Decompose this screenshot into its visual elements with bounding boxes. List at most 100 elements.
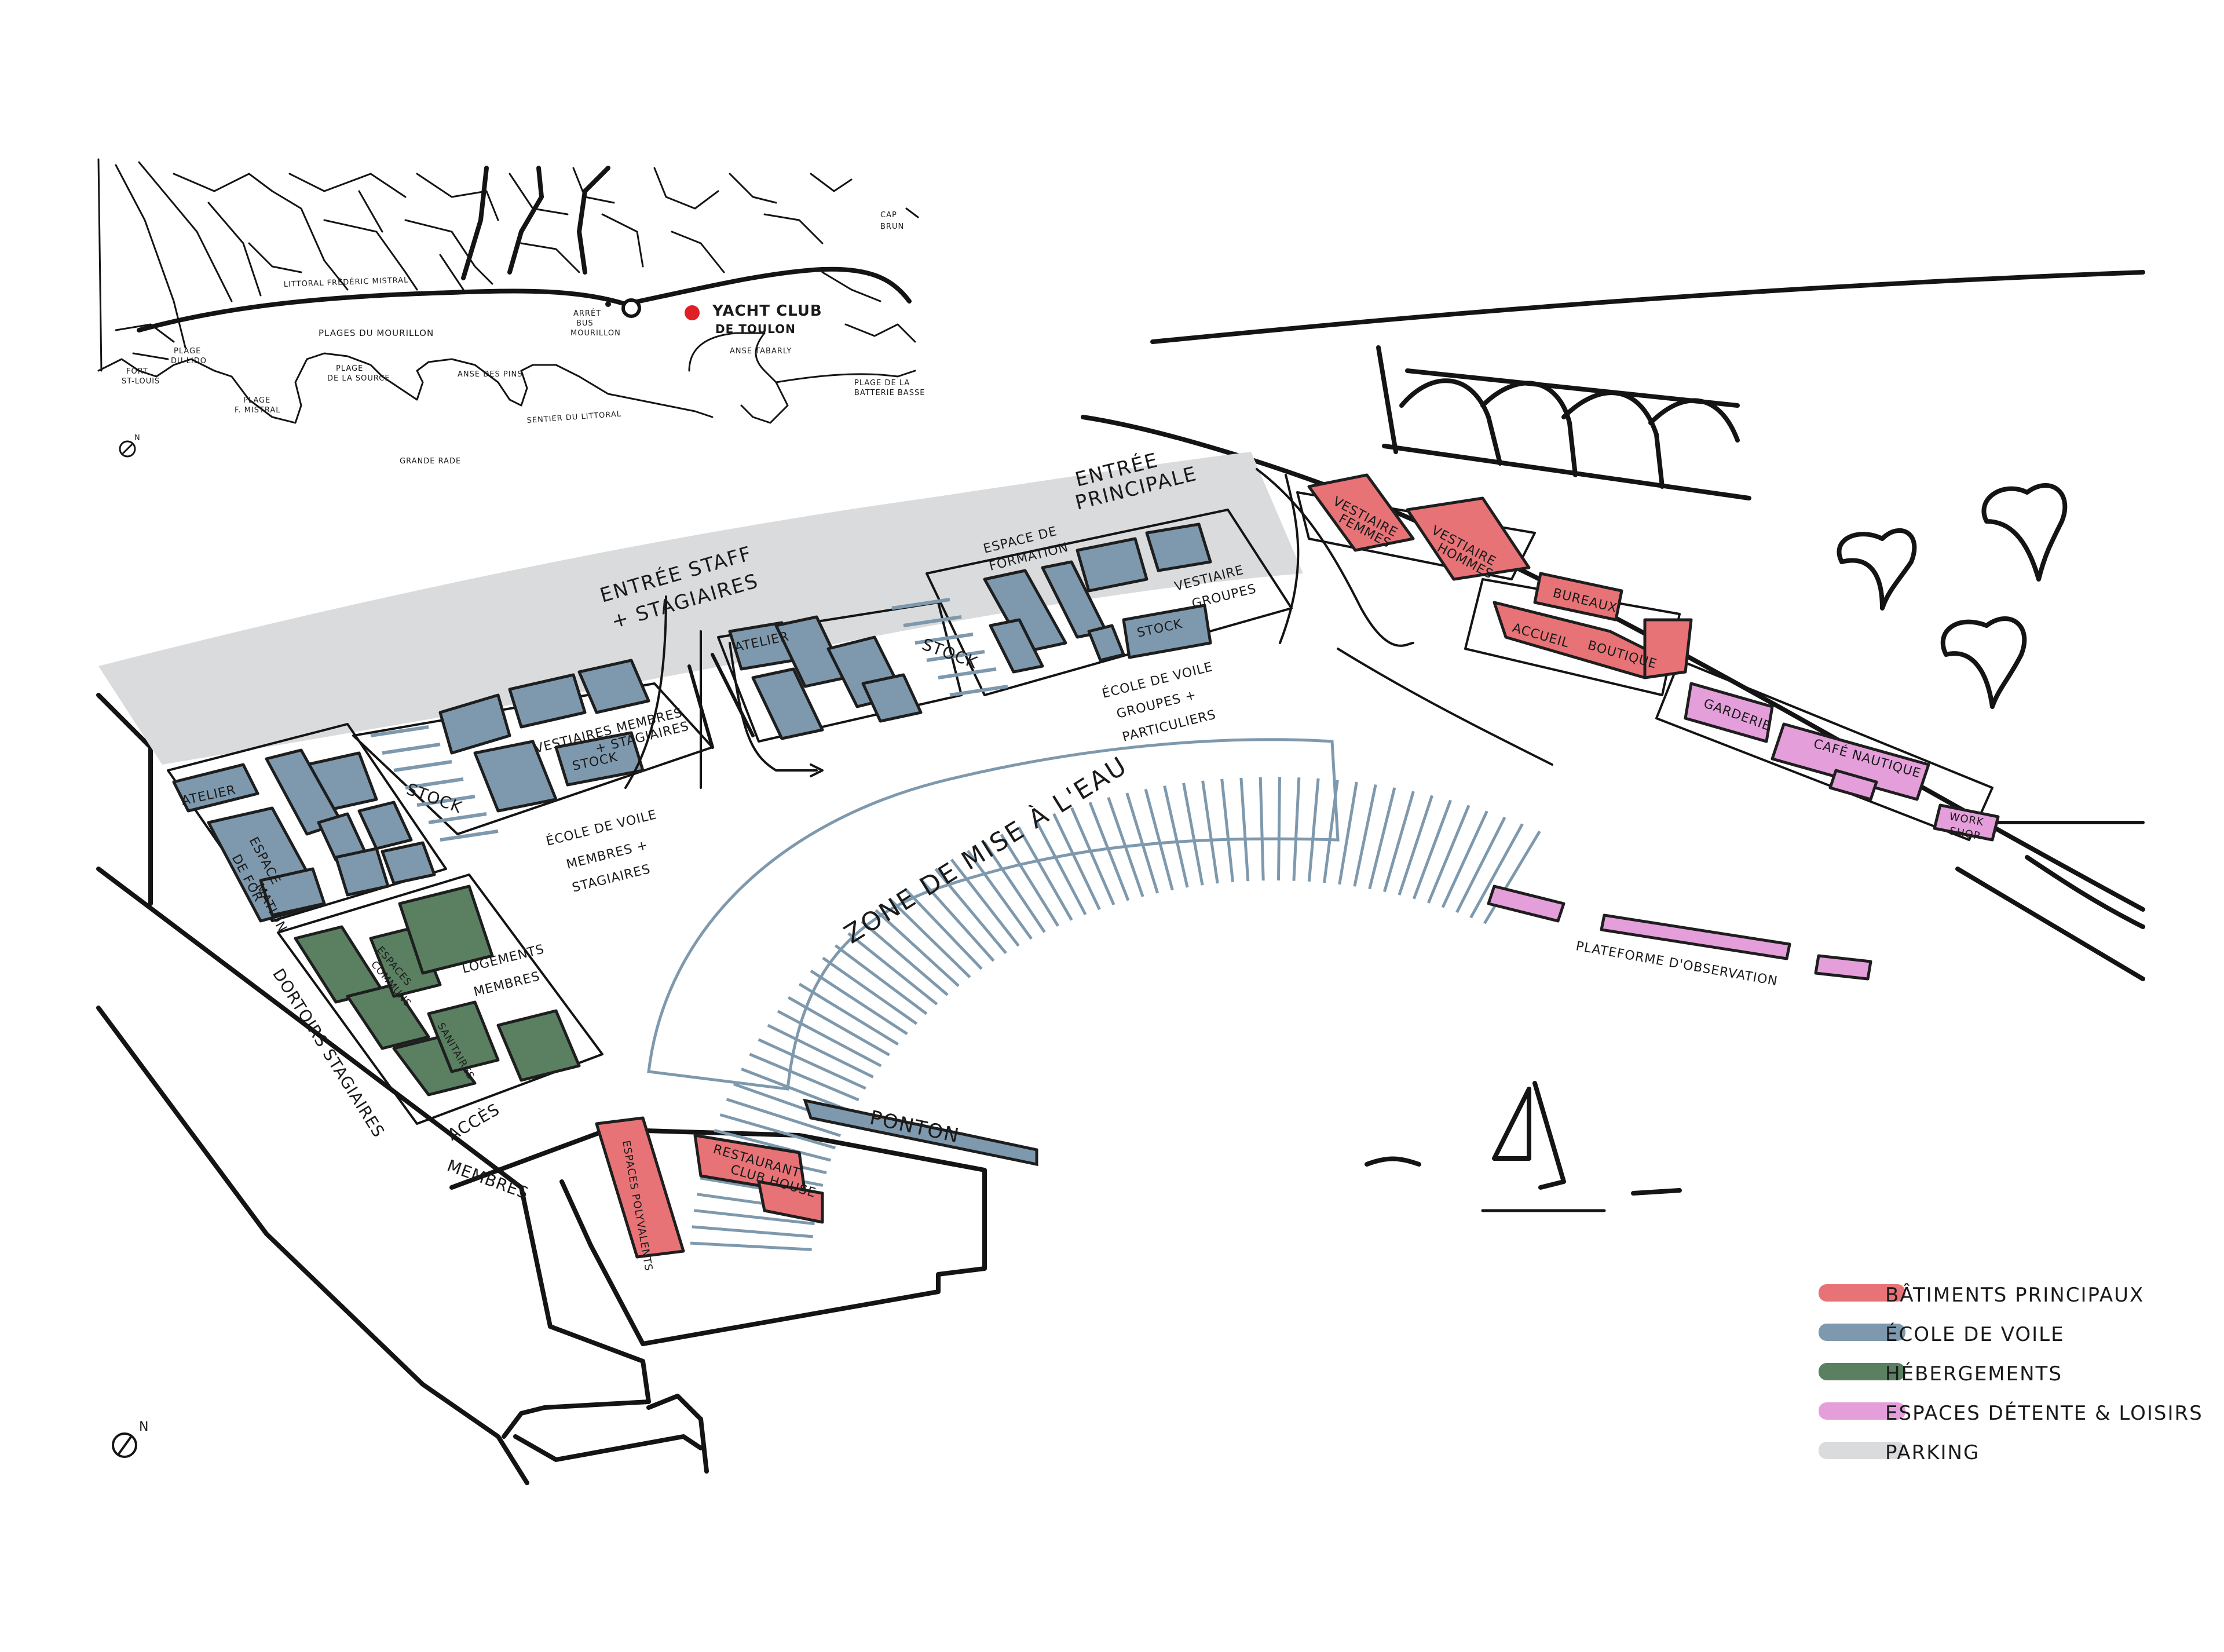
far-shore-line [1150,270,2145,344]
slipway-hatch-line [822,956,918,1025]
svg-text:N: N [134,434,141,443]
atelier-west-block [172,763,259,813]
map-label-littoral: LITTORAL FRÉDÉRIC MISTRAL [284,275,409,289]
ponton-label: PONTON [868,1106,962,1148]
slipway-hatch-line [1201,780,1219,884]
slipway-hatch-line [1353,784,1377,887]
slipway-hatch-line [798,982,899,1046]
map-label-lido-2: DU LIDO [171,357,207,366]
plan-north-arrow: N [112,1420,149,1458]
map-label-mistral-1: PLAGE [243,396,270,405]
yacht-club-marker [685,305,700,320]
slipway-hatch-line [1017,826,1073,921]
locator-map: YACHT CLUB DE TOULON CAP BRUN LITTORAL F… [97,158,924,466]
legend-label: ESPACES DÉTENTE & LOISIRS [1885,1401,2203,1425]
slipway-hatch-line [1398,795,1433,896]
legend-label: ÉCOLE DE VOILE [1885,1322,2065,1346]
map-label-batterie-1: PLAGE DE LA [854,379,910,388]
parking-area [98,452,1303,765]
slipway-hatch-line [1292,777,1301,881]
map-label-bus: BUS [576,319,594,328]
label-logements-2: MEMBRES [472,969,542,1000]
slipway-hatch-line [1469,823,1524,919]
map-label-source-1: PLAGE [336,364,363,373]
slipway-hatch-line [1163,785,1189,888]
slipway-hatch-line [1052,813,1101,911]
label-stock-east: STOCK [920,635,981,673]
slipway-hatch-line [1368,787,1396,890]
slipway-hatch-line [934,868,1007,955]
cap-brun-arrow [905,207,919,218]
slipway-hatch-line [1182,783,1204,886]
map-label-plages: PLAGES DU MOURILLON [319,328,434,338]
observation-deck-3 [1814,954,1872,981]
legend-swatch [1819,1363,1905,1380]
ecole-de-voile-buildings [172,522,1212,923]
slipway-hatch-line [834,944,928,1015]
street-network [97,158,916,372]
map-label-lido-1: PLAGE [174,347,201,356]
slipway-hatch-line [692,1225,813,1238]
map-label-fort-1: FORT [126,367,148,376]
map-label-arret: ARRÊT [573,309,601,318]
slipway-hatch-line [1220,779,1234,882]
direction-arrows [624,468,1553,789]
trees [1837,483,2068,709]
slipway-hatch-line [767,1024,874,1079]
east-coast-road [1955,867,2145,981]
coastline [97,352,714,424]
west-quay-top [96,693,153,906]
svg-text:N: N [139,1420,149,1434]
slipway-hatch-line [904,887,983,970]
coastline-east [688,332,789,424]
yacht-club-label: YACHT CLUB [712,302,822,320]
slipway-hatch-line [1034,819,1087,916]
slipway-hatch-line [1000,834,1059,927]
slipway-hatch-line [758,1038,866,1090]
slipway-hatch-line [1426,805,1471,904]
slipway-hatch-line [741,1068,853,1113]
slipway-hatch-line [1382,791,1415,893]
slipway-hatch-line [875,909,960,987]
legend-label: BÂTIMENTS PRINCIPAUX [1885,1283,2144,1307]
roundabout [621,298,641,318]
stock-hatch-west [370,725,499,842]
observation-deck-2 [1600,913,1791,960]
map-label-fort-2: ST-LOUIS [122,377,160,386]
map-label-mistral-2: F. MISTRAL [235,406,281,415]
map-label-sentier: SENTIER DU LITTORAL [526,410,621,425]
slipway-hatch-line [714,1128,831,1162]
viaduct-bridge [1376,345,1751,500]
slipway-hatch-line [983,841,1046,933]
slipway-hatch-line [1412,799,1452,900]
slipway-hatch-line [726,1098,841,1137]
slipway-hatch-line [777,1010,882,1068]
legend-swatch [1819,1324,1905,1341]
map-label-brun: BRUN [880,222,904,231]
bus-stop-dot [605,301,611,307]
slipway-hatch-line [690,1241,812,1251]
slipway-hatch-line [1483,830,1541,924]
west-breakwater-inner [96,1006,529,1485]
slipway-hatch-line [810,969,908,1035]
east-shore-inner [2025,855,2145,929]
map-label-grande-rade: GRANDE RADE [400,457,461,466]
slipway-hatch-line [1088,802,1130,901]
map-label-anse-tabarly: ANSE TABARLY [730,347,792,356]
slipway-hatch-line [1144,788,1174,891]
label-acces-membres-1: ACCÈS [444,1099,503,1145]
slipway-hatch-line [861,920,949,996]
de-toulon-label: DE TOULON [715,322,796,336]
slipway-hatch-line [919,878,995,962]
detente-buildings [1487,682,2000,981]
coastline-far-east [775,370,916,383]
slipway-hatch-line [1307,778,1320,882]
slipway-hatch-line [950,858,1020,947]
slipway-hatch-line [749,1052,859,1102]
slipway-hatch-line [966,850,1033,940]
slipway-hatch-line [1455,816,1506,913]
principal-buildings [595,473,1693,1259]
observation-deck-1 [1487,885,1565,923]
